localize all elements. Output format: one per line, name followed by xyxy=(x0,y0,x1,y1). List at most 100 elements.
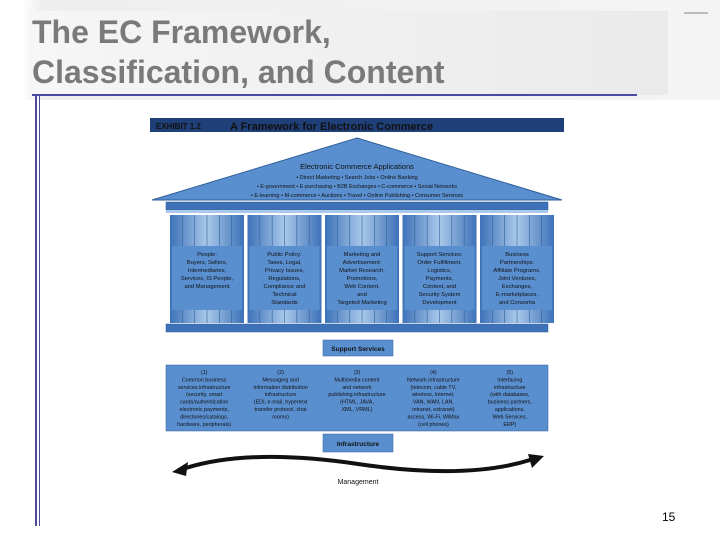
pillar-text: Market Research, xyxy=(339,268,385,274)
support-services-block xyxy=(322,339,394,357)
pillar-text: Security System xyxy=(419,292,461,298)
infrastructure-text: business partners, xyxy=(488,400,533,406)
infrastructure-text: services infrastructure xyxy=(178,385,231,391)
pillar-text: Technical xyxy=(272,292,296,298)
roof-line-2: • E-government • E-purchasing • B2B Exch… xyxy=(257,184,458,190)
pillar-base xyxy=(165,323,549,333)
pillar-text: Web Content, xyxy=(344,284,380,290)
ec-framework-figure: EXHIBIT 1.2 A Framework for Electronic C… xyxy=(150,118,564,486)
pillar-plaque xyxy=(249,246,320,310)
left-border-line-thin xyxy=(39,96,40,526)
pillar-text: Partnerships: xyxy=(500,260,535,266)
infrastructure-text: (4) xyxy=(430,370,437,376)
infrastructure-text: intranet, extranet) xyxy=(412,407,454,413)
infrastructure-text: ERP) xyxy=(503,422,516,428)
slide-title-line-2: Classification, and Content xyxy=(32,54,445,90)
pillar-text: E-marketplaces, xyxy=(496,292,538,298)
pillar-text: Marketing and xyxy=(344,252,381,258)
roof-title: Electronic Commerce Applications xyxy=(300,162,414,171)
pillar-text: Targeted Marketing xyxy=(337,300,387,306)
infrastructure-text: and network xyxy=(342,385,372,391)
pillar-text: Promotions, xyxy=(347,276,378,282)
pillar-plaque xyxy=(482,246,552,310)
infrastructure-block xyxy=(322,433,394,453)
support-services-label: Support Services xyxy=(331,346,385,353)
pillar-text: Order Fulfillment, xyxy=(417,260,462,266)
pillars-group: People:Buyers, Sellers,Intermediaries,Se… xyxy=(170,215,554,323)
infrastructure-label: Infrastructure xyxy=(337,441,380,448)
infrastructure-text: Messaging and xyxy=(262,377,299,383)
infrastructure-text: directories/catalogs, xyxy=(180,414,228,420)
pillar-plaque xyxy=(404,246,475,310)
pillar-text: Standards xyxy=(271,300,298,306)
infrastructure-text: Network infrastructure xyxy=(407,377,460,383)
management-label: Management xyxy=(338,479,379,486)
infrastructure-text: publishing infrastructure xyxy=(328,392,385,398)
pillar-text: Intermediaries, xyxy=(188,268,227,274)
exhibit-header-bar xyxy=(150,118,564,132)
pillar-text: and Management xyxy=(184,284,230,290)
roof-beam xyxy=(165,201,549,211)
infrastructure-text: electronic payments, xyxy=(179,407,229,413)
infrastructure-text: (telecom, cable TV, xyxy=(410,385,456,391)
pillar-text: Services, IS People, xyxy=(181,276,234,282)
pillar-text: and Consortia xyxy=(499,300,536,306)
pillar-text: Exchanges, xyxy=(502,284,533,290)
infrastructure-text: rooms) xyxy=(272,414,289,420)
infrastructure-text: (with databases, xyxy=(490,392,530,398)
pillar-text: and xyxy=(357,292,367,298)
slide-title-line-1: The EC Framework, xyxy=(32,14,331,50)
pillar-text: Support Services: xyxy=(417,252,463,258)
infrastructure-text: infrastructure xyxy=(494,385,525,391)
roof-line-1: • Direct Marketing • Search Jobs • Onlin… xyxy=(296,175,417,181)
infrastructure-text: wireless, Internet, xyxy=(411,392,455,398)
management-arrow-left-head xyxy=(172,462,188,476)
pillar-text: Public Policy: xyxy=(267,252,302,258)
slide-title: The EC Framework, Classification, and Co… xyxy=(32,12,444,92)
title-underline xyxy=(32,94,637,96)
pillar-text: Regulations, xyxy=(268,276,301,282)
roof-beam-highlight xyxy=(166,210,548,213)
title-shadow xyxy=(28,11,668,95)
infrastructure-panel xyxy=(165,364,549,432)
pillar-text: Development xyxy=(422,300,457,306)
pillar-text: Taxes, Legal, xyxy=(267,260,302,266)
infrastructure-text: (EDI, e-mail, hypertext xyxy=(254,400,308,406)
pillar-text: Logistics, xyxy=(427,268,452,274)
infrastructure-text: (1) xyxy=(201,370,208,376)
infrastructure-text: transfer protocol, chat xyxy=(255,407,308,413)
infrastructure-text: Common business xyxy=(182,377,227,383)
pillar-text: Privacy Issues, xyxy=(265,268,304,274)
infrastructure-text: Multimedia content xyxy=(334,377,380,383)
pillar-text: Payments, xyxy=(426,276,454,282)
infrastructure-text: (3) xyxy=(354,370,361,376)
infrastructure-text: (cell phones) xyxy=(418,422,449,428)
infrastructure-text: Web Services, xyxy=(492,414,527,420)
infrastructure-text: XML, VRML) xyxy=(342,407,373,413)
infrastructure-text: hardware, peripherals) xyxy=(177,422,231,428)
pillar-plaque xyxy=(172,246,242,310)
infrastructure-text: cards/authentication xyxy=(180,400,228,406)
infrastructure-text: (security, smart xyxy=(186,392,223,398)
infrastructure-text: infrastructure xyxy=(265,392,296,398)
frame-accent xyxy=(684,12,708,14)
roof-pediment xyxy=(151,137,563,201)
infrastructure-columns: (1)Common business services infrastructur… xyxy=(177,370,532,428)
page-number: 15 xyxy=(662,510,676,524)
pillar-plaque xyxy=(327,246,397,310)
roof-line-3: • E-learning • M-commerce • Auctions • T… xyxy=(251,193,463,199)
exhibit-title: A Framework for Electronic Commerce xyxy=(230,121,433,133)
infrastructure-text: applications, xyxy=(495,407,525,413)
pillar-text: People: xyxy=(197,252,217,258)
management-arrow-right-head xyxy=(528,454,544,468)
left-border-line xyxy=(35,96,37,526)
infrastructure-text: VAN, WAN, LAN, xyxy=(413,400,455,406)
exhibit-label: EXHIBIT 1.2 xyxy=(156,122,201,131)
infrastructure-text: Interfacing xyxy=(497,377,522,383)
pillar-text: Business xyxy=(505,252,529,258)
management-arrow-curve xyxy=(185,454,531,474)
infrastructure-text: (2) xyxy=(277,370,284,376)
pillar-text: Affiliate Programs, xyxy=(493,268,541,274)
infrastructure-text: information distribution xyxy=(253,385,307,391)
pillar-text: Content, and xyxy=(423,284,456,290)
